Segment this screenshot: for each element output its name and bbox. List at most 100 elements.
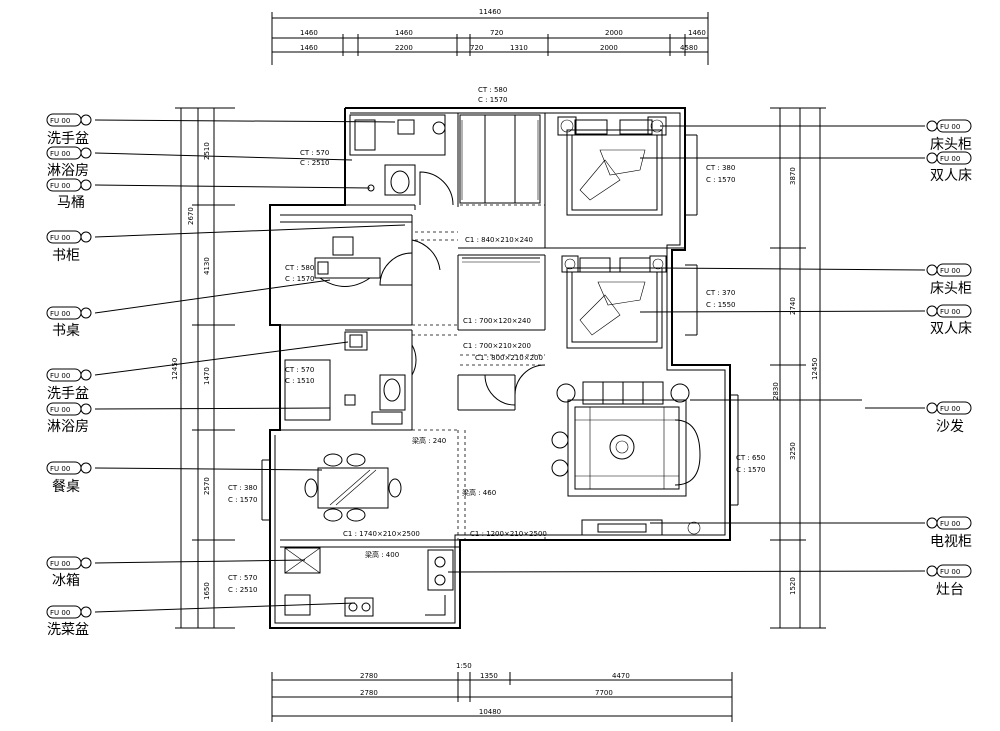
left-tag-2: FU 00 xyxy=(46,146,92,160)
left-tag-6-code: FU 00 xyxy=(50,372,70,380)
dim-scale: 1:50 xyxy=(456,662,472,670)
label-double-bed-1: 双人床 xyxy=(930,168,972,184)
dim-top-1e: 1460 xyxy=(688,29,706,37)
dim-bottom-1b: 1350 xyxy=(480,672,498,680)
left-tag-5: FU 00 xyxy=(46,306,92,320)
dim-left-c: 1470 xyxy=(203,367,211,385)
note-7a: CT : 380 xyxy=(228,484,257,492)
left-tag-6: FU 00 xyxy=(46,368,92,382)
right-tag-7-code: FU 00 xyxy=(940,568,960,576)
label-desk: 书桌 xyxy=(52,323,80,339)
label-bookcase: 书柜 xyxy=(52,248,80,264)
note-1b: C : 1570 xyxy=(478,96,508,104)
note-6a: CT : 370 xyxy=(706,289,735,297)
note-2b: C : 2510 xyxy=(300,159,330,167)
right-tag-3: FU 00 xyxy=(926,263,972,277)
label-shower-1: 淋浴房 xyxy=(47,163,89,179)
dim-top-2e: 2000 xyxy=(600,44,618,52)
right-labels: 床头柜 双人床 床头柜 双人床 沙发 电视柜 灶台 xyxy=(930,137,972,598)
bathroom-2 xyxy=(284,331,406,425)
right-tag-5-code: FU 00 xyxy=(940,405,960,413)
label-toilet: 马桶 xyxy=(57,195,85,211)
dim-top-2b: 2200 xyxy=(395,44,413,52)
dim-left-f: 1650 xyxy=(203,582,211,600)
hatch-note-3: 梁高 : 460 xyxy=(462,488,496,497)
right-dimensions: 3870 2740 3250 1520 2830 12450 xyxy=(770,107,826,629)
left-tag-9: FU 00 xyxy=(46,556,92,570)
label-sink: 洗菜盆 xyxy=(47,622,89,638)
right-tag-6-code: FU 00 xyxy=(940,520,960,528)
study-desk xyxy=(314,236,381,287)
dim-left-b: 4130 xyxy=(203,257,211,275)
dim-right-c: 3250 xyxy=(789,442,797,460)
label-nightstand-1: 床头柜 xyxy=(930,137,972,153)
label-wash-basin-2: 洗手盆 xyxy=(47,386,89,402)
tv-cabinet xyxy=(581,519,701,536)
dim-left-total: 12450 xyxy=(171,358,179,380)
doors xyxy=(379,171,546,406)
right-tag-4: FU 00 xyxy=(926,304,972,318)
kitchen xyxy=(284,547,454,617)
door-note-4: C1 : 800×210×200 xyxy=(475,354,543,362)
left-tag-1: FU 00 xyxy=(46,113,92,127)
left-dimensions: 2510 4130 1470 2570 2670 1650 12450 xyxy=(171,107,235,629)
left-callouts xyxy=(94,119,406,613)
note-9b: C : 2510 xyxy=(228,586,258,594)
door-note-6: C1 : 1200×210×2500 xyxy=(470,530,547,538)
dim-right-total: 12450 xyxy=(811,358,819,380)
dim-top-1d: 2000 xyxy=(605,29,623,37)
note-9a: CT : 570 xyxy=(228,574,257,582)
right-tag-6: FU 00 xyxy=(926,516,972,530)
note-1a: CT : 580 xyxy=(478,86,507,94)
left-tag-2-code: FU 00 xyxy=(50,150,70,158)
left-tag-8-code: FU 00 xyxy=(50,465,70,473)
top-dimensions: 11460 1460 1460 720 2000 1460 1460 2200 … xyxy=(271,8,709,65)
note-3b: C : 1570 xyxy=(706,176,736,184)
door-note-2: C1 : 700×120×240 xyxy=(463,317,531,325)
note-5a: CT : 570 xyxy=(285,366,314,374)
dim-left-d: 2570 xyxy=(203,477,211,495)
note-3a: CT : 380 xyxy=(706,164,735,172)
note-4b: C : 1570 xyxy=(285,275,315,283)
door-note-5: C1 : 1740×210×2500 xyxy=(343,530,420,538)
note-2a: CT : 570 xyxy=(300,149,329,157)
left-tag-4: FU 00 xyxy=(46,230,92,244)
left-tag-1-code: FU 00 xyxy=(50,117,70,125)
living-sofa xyxy=(551,381,701,497)
label-tv-cabinet: 电视柜 xyxy=(930,534,972,550)
dim-bottom-1a: 2780 xyxy=(360,672,378,680)
left-tag-5-code: FU 00 xyxy=(50,310,70,318)
bottom-dimensions: 1:50 2780 1350 4470 2780 7700 10480 xyxy=(271,662,733,722)
left-tag-7-code: FU 00 xyxy=(50,406,70,414)
dining-table xyxy=(304,453,402,522)
right-tag-4-code: FU 00 xyxy=(940,308,960,316)
label-shower-2: 淋浴房 xyxy=(47,419,89,435)
wardrobe xyxy=(459,114,541,204)
right-tag-2-code: FU 00 xyxy=(940,155,960,163)
right-tag-2: FU 00 xyxy=(926,151,972,165)
dim-top-total: 11460 xyxy=(479,8,501,16)
door-note-1: C1 : 840×210×240 xyxy=(465,236,533,244)
dim-top-2f: 4580 xyxy=(680,44,698,52)
dim-right-a: 3870 xyxy=(789,167,797,185)
dim-right-b: 2740 xyxy=(789,297,797,315)
dim-top-2a: 1460 xyxy=(300,44,318,52)
dim-bottom-2b: 7700 xyxy=(595,689,613,697)
right-callouts xyxy=(447,125,926,573)
left-tag-10: FU 00 xyxy=(46,605,92,619)
left-tag-4-code: FU 00 xyxy=(50,234,70,242)
walls xyxy=(261,107,739,629)
right-tag-3-code: FU 00 xyxy=(940,267,960,275)
label-wash-basin-1: 洗手盆 xyxy=(47,131,89,147)
note-6b: C : 1550 xyxy=(706,301,736,309)
right-tag-1-code: FU 00 xyxy=(940,123,960,131)
left-tag-8: FU 00 xyxy=(46,461,92,475)
label-fridge: 冰箱 xyxy=(52,573,80,589)
note-7b: C : 1570 xyxy=(228,496,258,504)
closet-room xyxy=(462,257,540,263)
left-labels: 洗手盆 淋浴房 马桶 书柜 书桌 洗手盆 淋浴房 餐桌 冰箱 洗菜盆 xyxy=(47,131,89,638)
hatch-note-1: 梁高 : 240 xyxy=(412,436,446,445)
right-tag-1: FU 00 xyxy=(926,119,972,133)
left-tag-7: FU 00 xyxy=(46,402,92,416)
note-8a: CT : 650 xyxy=(736,454,765,462)
